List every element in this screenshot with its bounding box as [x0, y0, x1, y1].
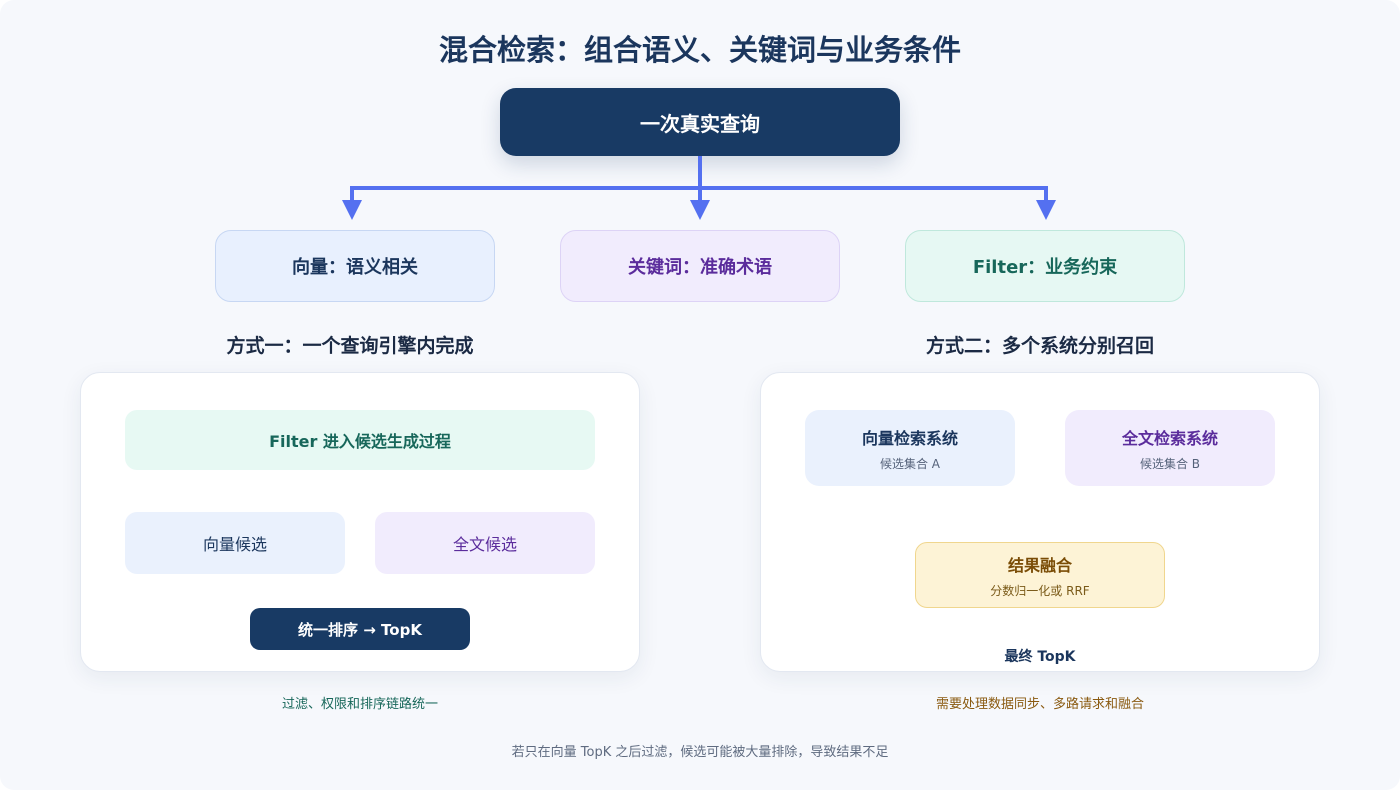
final-topk: 最终 TopK [1004, 649, 1076, 665]
mode1-rank-node: 统一排序 → TopK [250, 608, 470, 650]
vector-search-system: 向量检索系统 候选集合 A [805, 410, 1015, 486]
mode1-fulltext-candidates: 全文候选 [375, 512, 595, 574]
vector-system-name: 向量检索系统 [861, 428, 958, 448]
fusion-sub: 分数归一化或 RRF [990, 583, 1090, 598]
query-node: 一次真实查询 [500, 88, 900, 156]
page-title: 混合检索：组合语义、关键词与业务条件 [438, 33, 961, 67]
mode1-title: 方式一：一个查询引擎内完成 [226, 334, 474, 357]
keyword-branch-node: 关键词：准确术语 [560, 230, 840, 302]
fulltext-system-name: 全文检索系统 [1121, 428, 1218, 448]
vector-system-sub: 候选集合 A [879, 456, 941, 471]
filter-branch-node: Filter：业务约束 [905, 230, 1185, 302]
mode2-title: 方式二：多个系统分别召回 [925, 334, 1154, 357]
fulltext-system-sub: 候选集合 B [1139, 456, 1201, 471]
fulltext-search-system: 全文检索系统 候选集合 B [1065, 410, 1275, 486]
footer-note: 若只在向量 TopK 之后过滤，候选可能被大量排除，导致结果不足 [511, 744, 889, 760]
fusion-node: 结果融合 分数归一化或 RRF [915, 542, 1165, 608]
vector-branch-node: 向量：语义相关 [215, 230, 495, 302]
mode1-note: 过滤、权限和排序链路统一 [281, 696, 438, 712]
fusion-name: 结果融合 [1007, 555, 1072, 575]
mode1-vector-candidates: 向量候选 [125, 512, 345, 574]
mode2-note: 需要处理数据同步、多路请求和融合 [935, 696, 1144, 712]
mode1-filter-box: Filter 进入候选生成过程 [125, 410, 595, 470]
